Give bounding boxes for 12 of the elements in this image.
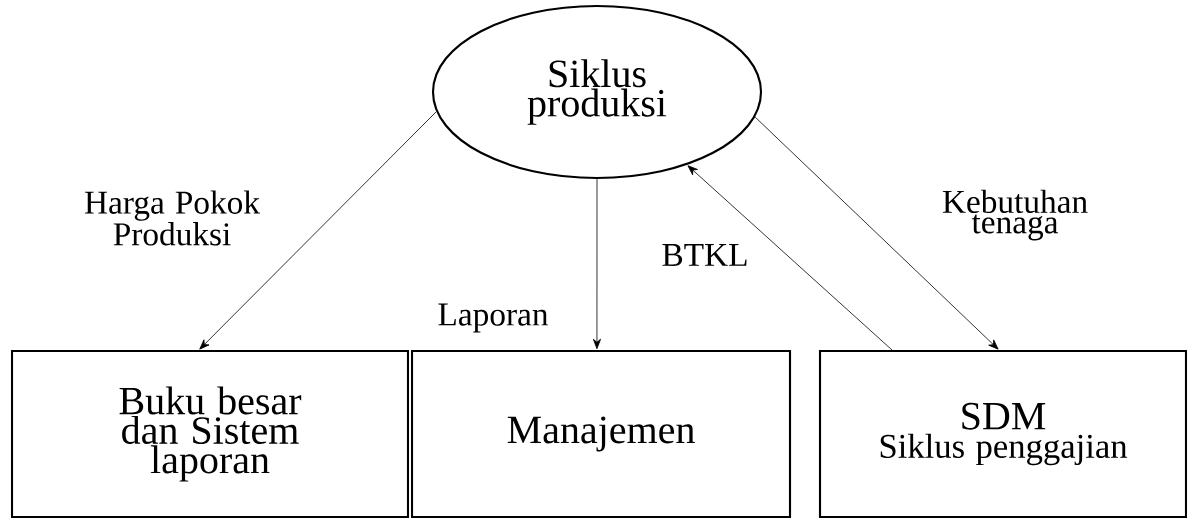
process-box: Manajemen xyxy=(410,349,792,518)
edge-label: Kebutuhan tenaga xyxy=(942,189,1088,241)
arrow xyxy=(592,178,601,350)
process-box: SDM Siklus penggajian xyxy=(818,349,1188,518)
process-box: Buku besar dan Sistem laporan xyxy=(10,349,410,518)
edge-label: Harga Pokok Produksi xyxy=(84,190,260,246)
arrow xyxy=(687,165,893,351)
ellipse-node: Siklus produksi xyxy=(431,4,763,180)
edge-label: Laporan xyxy=(438,303,549,333)
edge-label: BTKL xyxy=(662,244,747,266)
arrow xyxy=(754,116,999,350)
arrow xyxy=(199,111,437,350)
